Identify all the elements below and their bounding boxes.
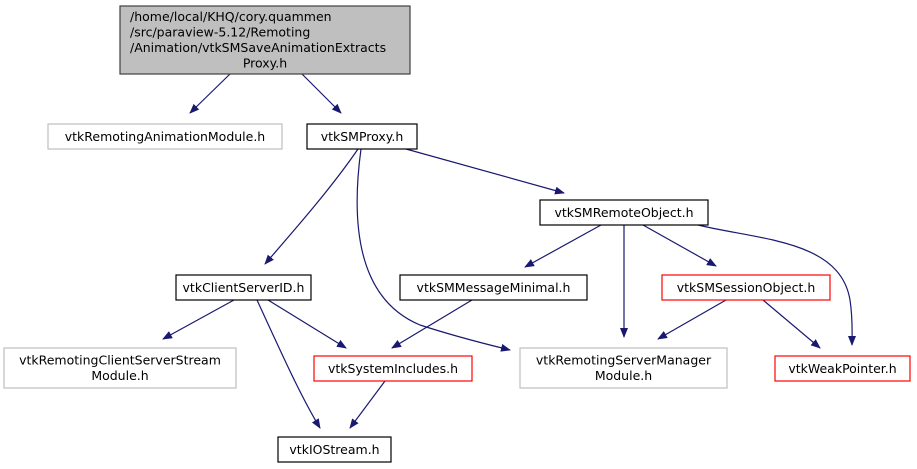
node-box [277,436,392,463]
edge-remoteobj-to-weakptr [697,224,857,346]
node-animmod[interactable]: vtkRemotingAnimationModule.h [47,123,283,150]
node-label: vtkRemotingClientServerStream [19,353,221,368]
node-label: vtkRemotingServerManager [536,353,712,368]
node-box [175,274,312,301]
edge-remoteobj-to-msgmin [524,224,602,268]
node-box [119,5,411,75]
node-box [519,347,728,389]
node-label: vtkIOStream.h [289,442,379,457]
node-label: vtkWeakPointer.h [788,361,896,376]
node-msgmin[interactable]: vtkSMMessageMinimal.h [399,274,588,301]
node-csid[interactable]: vtkClientServerID.h [175,274,312,301]
node-label: /home/local/KHQ/cory.quammen [130,9,332,24]
node-label: vtkSMSessionObject.h [677,280,816,295]
node-weakptr[interactable]: vtkWeakPointer.h [774,355,911,382]
edge-root-to-animmod [189,73,231,114]
node-label: /src/paraview-5.12/Remoting [130,25,310,40]
node-session[interactable]: vtkSMSessionObject.h [661,274,831,301]
node-box [399,274,588,301]
node-iostream[interactable]: vtkIOStream.h [277,436,392,463]
node-box [661,274,831,301]
node-label: vtkRemotingAnimationModule.h [65,129,265,144]
edge-sysinc-to-iostream [349,380,386,429]
node-box [47,123,283,150]
edge-msgmin-to-sysinc [391,299,473,349]
node-sysinc[interactable]: vtkSystemIncludes.h [313,355,473,382]
edge-session-to-weakptr [762,299,821,349]
node-label: vtkSMRemoteObject.h [554,205,693,220]
edge-csid-to-sysinc [267,299,347,349]
node-label: Proxy.h [243,56,287,71]
node-label: Module.h [595,368,652,383]
node-box [774,355,911,382]
node-box [3,347,237,389]
node-remoteobj[interactable]: vtkSMRemoteObject.h [539,199,709,226]
node-label: Module.h [91,368,148,383]
node-label: vtkSystemIncludes.h [328,361,458,376]
node-smproxy[interactable]: vtkSMProxy.h [306,123,418,150]
edge-smproxy-to-remoteobj [405,148,565,195]
node-label: vtkClientServerID.h [183,280,305,295]
node-box [539,199,709,226]
node-label: /Animation/vtkSMSaveAnimationExtracts [130,40,386,55]
node-root: /home/local/KHQ/cory.quammen/src/paravie… [119,5,411,75]
node-label: vtkSMMessageMinimal.h [417,280,571,295]
node-box [306,123,418,150]
edge-csid-to-iostream [256,299,321,429]
edge-root-to-smproxy [301,73,342,114]
node-box [313,355,473,382]
node-label: vtkSMProxy.h [321,129,404,144]
edge-remoteobj-to-session [642,224,717,267]
edge-csid-to-csstream [162,299,235,340]
edge-smproxy-to-smmod [356,148,511,352]
edge-smproxy-to-csid [264,148,359,265]
edge-session-to-smmod [657,299,727,340]
